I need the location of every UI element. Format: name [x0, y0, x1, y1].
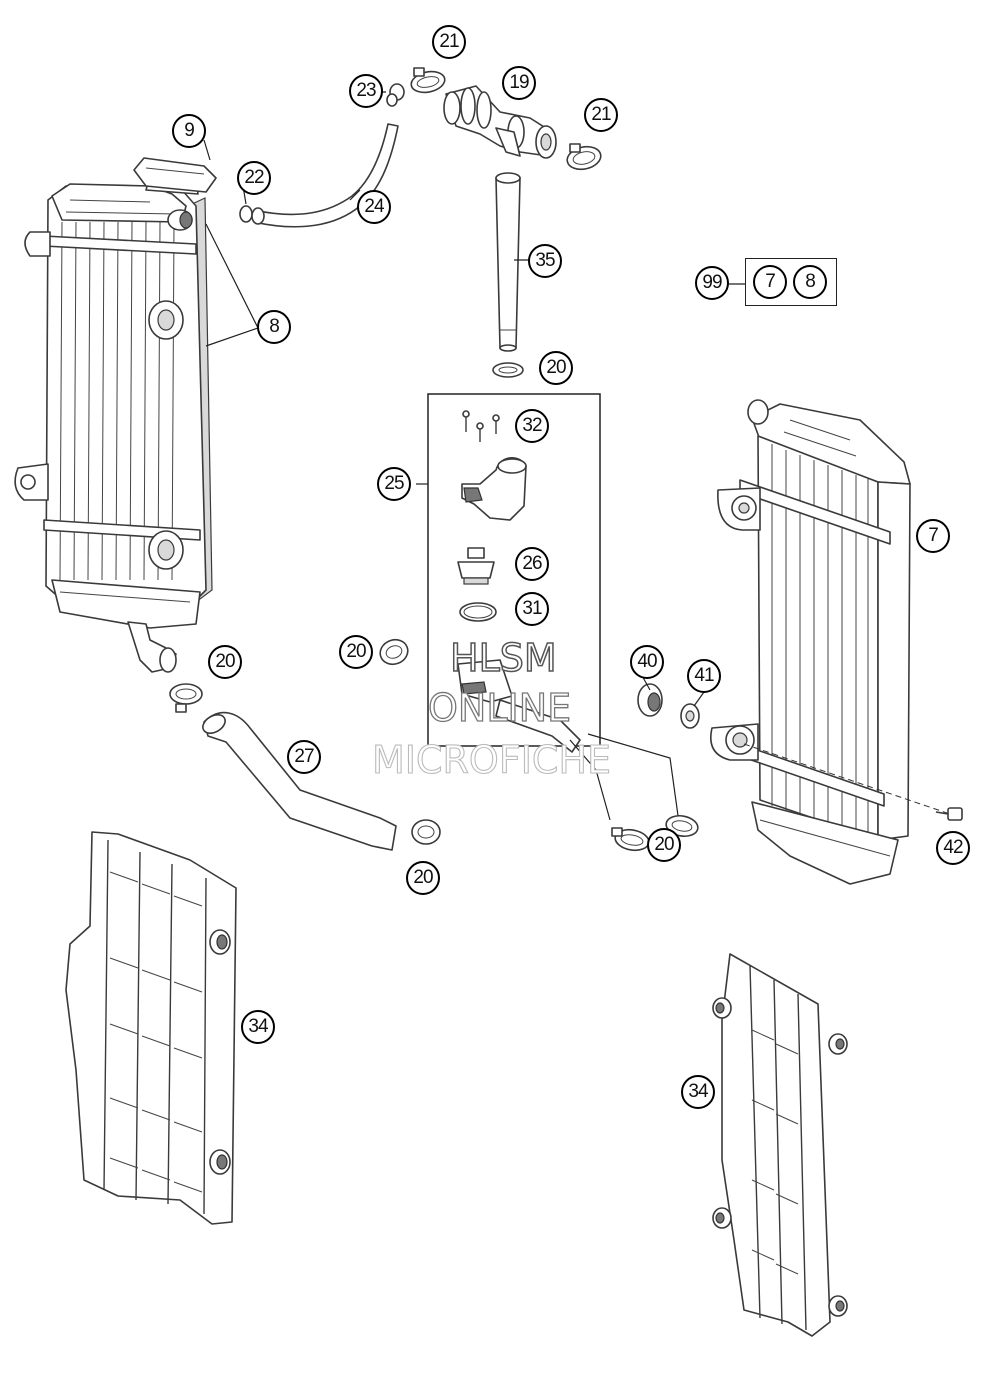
left-radiator	[14, 175, 213, 673]
washer-41	[680, 703, 700, 729]
clamp-20-pipe	[492, 362, 524, 378]
clamp-20-hose27	[411, 819, 441, 845]
thermostat-26	[457, 547, 495, 585]
callout-20-left: 20	[208, 645, 242, 679]
clamp-20-left	[169, 683, 203, 713]
callout-21-right: 21	[584, 98, 618, 132]
left-radiator-fins	[59, 221, 175, 581]
callout-20-hose: 20	[406, 861, 440, 895]
callout-8: 8	[257, 310, 291, 344]
callout-34-right: 34	[681, 1075, 715, 1109]
radiator-guard-right	[712, 953, 848, 1337]
thermostat-kit-box	[427, 393, 601, 747]
kit-callout-7: 7	[753, 265, 787, 299]
pipe-35	[495, 172, 521, 352]
kit-box: 7 8	[745, 258, 837, 306]
y-connector-19	[443, 85, 557, 159]
radiator-guard-left	[65, 831, 237, 1225]
clamp-20-lower-a	[611, 827, 650, 852]
callout-31: 31	[515, 592, 549, 626]
callout-7: 7	[916, 519, 950, 553]
bolt-42	[935, 807, 963, 821]
callout-9: 9	[172, 114, 206, 148]
screws-32	[462, 410, 500, 442]
clamp-21-top	[410, 67, 446, 94]
callout-25: 25	[377, 467, 411, 501]
callout-40: 40	[630, 645, 664, 679]
callout-35: 35	[528, 244, 562, 278]
callout-20-mid: 20	[339, 635, 373, 669]
grommet-40	[637, 683, 663, 717]
right-radiator-fins	[771, 444, 869, 838]
callout-41: 41	[687, 659, 721, 693]
hose-short	[495, 699, 581, 753]
callout-99: 99	[695, 266, 729, 300]
radiator-cap	[133, 157, 217, 193]
callout-34-left: 34	[241, 1010, 275, 1044]
callout-19: 19	[502, 66, 536, 100]
lower-housing	[457, 659, 513, 703]
clamp-20-mid	[379, 638, 409, 666]
kit-callout-8: 8	[793, 265, 827, 299]
clamp-21-right	[566, 143, 602, 171]
bolt-axis	[743, 743, 951, 815]
callout-21-top: 21	[432, 25, 466, 59]
callout-32: 32	[515, 409, 549, 443]
watermark-line-2: ONLINE	[427, 685, 572, 730]
callout-23: 23	[349, 74, 383, 108]
callout-20-pipe: 20	[539, 351, 573, 385]
callout-22: 22	[237, 161, 271, 195]
callout-24: 24	[357, 190, 391, 224]
fitting-23	[386, 83, 405, 107]
callout-26: 26	[515, 547, 549, 581]
thermostat-housing	[461, 457, 527, 521]
right-radiator	[710, 399, 911, 885]
hose-27	[203, 711, 397, 851]
callout-42: 42	[936, 831, 970, 865]
watermark-line-1: HLSM	[449, 635, 557, 681]
callout-20-lower: 20	[647, 828, 681, 862]
fitting-22	[239, 205, 265, 225]
watermark-line-3: MICROFICHE	[371, 737, 612, 782]
callout-27: 27	[287, 740, 321, 774]
